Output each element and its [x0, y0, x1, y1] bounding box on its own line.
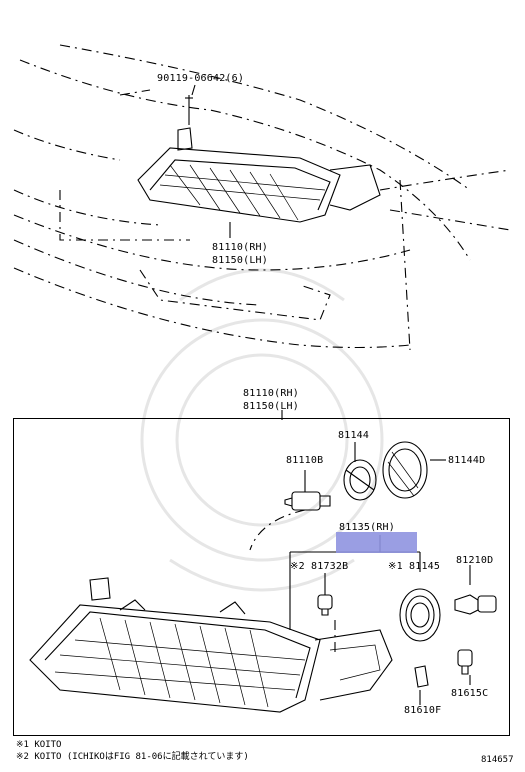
- label-81110-rh-top: 81110(RH): [212, 242, 268, 253]
- label-81145: ※1 81145: [388, 561, 441, 572]
- label-81732b: ※2 81732B: [290, 561, 349, 572]
- figure-id: 814657: [481, 755, 514, 765]
- ring-81145-icon: [399, 588, 441, 642]
- label-90119-06642: 90119-06642(6): [157, 73, 245, 84]
- footnote-koito: ※1 KOITO: [16, 740, 62, 750]
- headlamp-box-illustration: [29, 577, 393, 713]
- car-body-outline: [13, 44, 511, 351]
- leader-bolt: [191, 84, 196, 96]
- bulb-81610f-icon: [414, 665, 429, 688]
- cover-81144d-icon: [382, 441, 428, 499]
- socket-81615c-icon: [457, 649, 473, 675]
- bulb-81210d-icon: [454, 594, 497, 615]
- label-81615c: 81615C: [451, 688, 489, 699]
- label-81110b: 81110B: [286, 455, 324, 466]
- watermark-emblem: [140, 268, 384, 592]
- highlight-81135: [336, 532, 417, 553]
- headlamp-top-illustration: [137, 95, 381, 223]
- label-81110-rh-box: 81110(RH): [243, 388, 299, 399]
- label-81610f: 81610F: [404, 705, 442, 716]
- label-81150-lh-top: 81150(LH): [212, 255, 268, 266]
- bulb-81110b-icon: [284, 491, 331, 511]
- footnote-koito-ichiko: ※2 KOITO (ICHIKOはFIG 81-06に記載されています): [16, 752, 249, 762]
- label-81210d: 81210D: [456, 555, 494, 566]
- label-81135: 81135(RH): [339, 522, 395, 533]
- detail-frame: [13, 418, 510, 736]
- label-81150-lh-box: 81150(LH): [243, 401, 299, 412]
- label-81144d: 81144D: [448, 455, 486, 466]
- socket-81144-icon: [343, 459, 377, 501]
- clip-81732b-icon: [317, 594, 333, 616]
- label-81144: 81144: [338, 430, 370, 441]
